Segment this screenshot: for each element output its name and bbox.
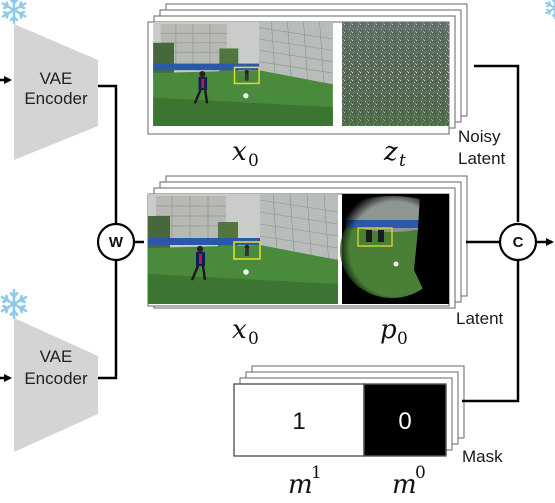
label-m1: m: [288, 470, 313, 500]
encoder-bottom-line2: Encoder: [24, 369, 88, 388]
mask-zeros: [363, 383, 447, 457]
noisy-latent-stack: [147, 3, 468, 135]
fisheye-image-p0: [340, 194, 449, 304]
label-x0-mid: x: [232, 315, 247, 345]
label-m0: m: [392, 470, 417, 500]
snowflake-icon: [545, 0, 555, 20]
snowflake-icon: [1, 0, 27, 25]
weight-node: W: [96, 222, 136, 262]
edge-encoder-bottom-to-w: [98, 260, 118, 380]
tag-latent: Latent: [456, 309, 504, 328]
edge-mask-to-concat: [462, 260, 520, 403]
label-m1-sup: 1: [311, 463, 322, 483]
mask-stack: 1 0: [233, 365, 465, 457]
encoder-top-line1: VAE: [40, 69, 73, 88]
edge-noisy-to-concat: [474, 64, 520, 222]
snowflake-icon: [0, 288, 28, 320]
encoder-bottom-line1: VAE: [40, 347, 73, 366]
mask-value-one: 1: [292, 408, 305, 435]
edge-encoder-top-to-w: [98, 84, 118, 224]
mask-value-zero: 0: [398, 408, 411, 435]
latent-stack: [147, 175, 468, 309]
tag-mask: Mask: [462, 447, 503, 466]
mask-ones: [233, 383, 365, 457]
weight-node-label: W: [109, 234, 124, 251]
frame-image-x0: [151, 22, 335, 126]
label-zt-sub: t: [399, 151, 406, 171]
tag-noisy-line2: Latent: [458, 149, 506, 168]
vae-encoder-bottom: VAE Encoder: [14, 318, 98, 452]
frame-image-x0-latent: [148, 194, 338, 304]
label-x0-top: x: [232, 137, 247, 167]
concat-node-label: C: [513, 234, 524, 251]
encoder-top-line2: Encoder: [24, 89, 88, 108]
label-p0-sub: 0: [397, 329, 408, 349]
tag-noisy-line1: Noisy: [458, 127, 501, 146]
label-x0-mid-sub: 0: [248, 329, 259, 349]
label-x0-top-sub: 0: [248, 151, 259, 171]
concat-node: C: [498, 222, 538, 262]
vae-encoder-top: VAE Encoder: [14, 24, 98, 160]
label-m0-sup: 0: [415, 463, 426, 483]
label-zt: z: [383, 137, 398, 167]
label-p0: p: [380, 315, 397, 345]
